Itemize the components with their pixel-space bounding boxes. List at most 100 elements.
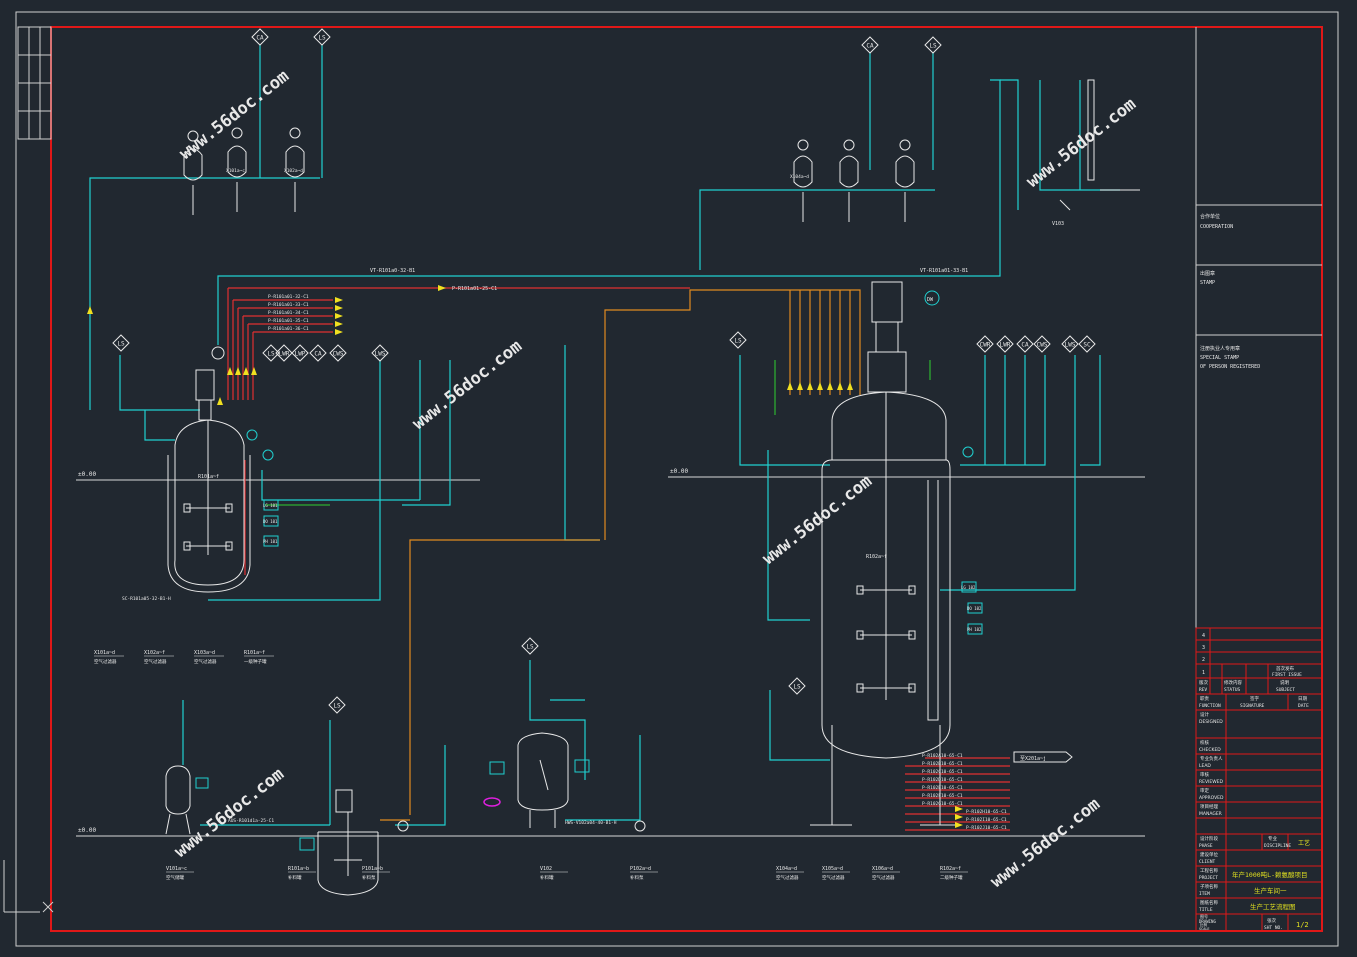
drawing-en: DRAWING: [1199, 919, 1216, 924]
utility-tag-label: LWR: [279, 351, 290, 358]
line-label: P-R102G10-65-C1: [922, 801, 963, 807]
left-instruments: [246, 429, 279, 547]
instrument-tag: PH 102: [967, 627, 982, 632]
utility-diamond-icon: [329, 344, 347, 362]
elevation-label: ±0.00: [670, 468, 688, 475]
function-cn: 职责: [1200, 695, 1209, 702]
to-next-label: 至X201a~j: [1020, 756, 1046, 762]
line-label: P-R102I10-65-C1: [966, 817, 1007, 823]
process-piping: [89, 45, 1120, 826]
legend-tag: R101a~b: [288, 866, 309, 872]
legend-tag: X105a~d: [822, 866, 843, 872]
instrument-tag: LG 102: [961, 585, 976, 590]
legend-tag: R101a~f: [244, 650, 265, 656]
legend-tag: X103a~d: [194, 650, 215, 656]
project-value: 年产1000吨L-赖氨酸项目: [1232, 870, 1307, 879]
sheet-en: SHT NO.: [1264, 925, 1283, 931]
line-label: P-R102A10-65-C1: [922, 753, 963, 759]
title-block: 合作单位 COOPERATION 出图章 STAMP 注册执业人专用章 SPEC…: [1195, 27, 1323, 932]
line-label: P-R101a01-32-C1: [268, 294, 309, 300]
role-cn: 项目经理: [1200, 803, 1218, 810]
utility-tag-label: CWS: [1037, 342, 1048, 349]
utility-tag-label: CA: [866, 43, 874, 50]
line-label: HWS-V102a04-40-B1-H: [565, 820, 617, 826]
equipment-tag: X102a~d: [284, 168, 303, 174]
utility-tag-label: CA: [314, 351, 322, 358]
line-label: AUS-R101d1a-25-C1: [228, 818, 274, 824]
legend-desc: 空气过滤器: [872, 874, 895, 881]
instrument-tag: DO 102: [967, 606, 982, 611]
line-label: VT-R101a01-33-B1: [920, 268, 968, 274]
instrument-tag: DO 101: [263, 519, 278, 524]
status-cn: 修改内容: [1224, 679, 1242, 686]
utility-diamond-icon: [1061, 335, 1079, 353]
elevation-label: ±0.00: [78, 827, 96, 834]
legend-desc: 空气过滤器: [822, 874, 845, 881]
title-cn: 图纸名称: [1200, 899, 1218, 906]
line-label: P-R101a01-25-C1: [452, 286, 497, 292]
legend-desc: 空气储罐: [166, 874, 184, 881]
line-label: P-R102F10-65-C1: [922, 793, 963, 799]
function-en: FUNCTION: [1199, 703, 1221, 709]
signature-en: SIGNATURE: [1240, 703, 1265, 709]
utility-diamond-icon: [371, 344, 389, 362]
equipment-tag: R101a~f: [198, 474, 219, 480]
line-label: P-R102B10-65-C1: [922, 761, 963, 767]
rev-row: 1: [1202, 670, 1205, 676]
discipline-value: 工艺: [1298, 839, 1310, 847]
legend-desc: 一级种子罐: [244, 658, 267, 665]
special-stamp-en: OF PERSON REGISTERED: [1200, 364, 1260, 370]
utility-tag-label: LS: [267, 351, 275, 358]
line-label: VT-R101a0-32-B1: [370, 268, 415, 274]
utility-diamond-icon: [262, 344, 280, 362]
utility-diamond-icon: [1033, 335, 1051, 353]
line-label: P-R102J10-65-C1: [966, 825, 1007, 831]
utility-tag-label: LWP: [295, 351, 306, 358]
equipment-legend-bottom: V101a~c空气储罐R101a~b补料罐P101a~b补料泵V102补料罐P1…: [166, 866, 968, 881]
utility-tag-label: LWS: [375, 351, 386, 358]
utility-tag-label: LS: [117, 341, 125, 348]
role-en: REVIEWED: [1199, 779, 1224, 785]
line-label: P-R102E10-65-C1: [922, 785, 963, 791]
item-en: ITEM: [1199, 891, 1210, 897]
legend-desc: 补料罐: [540, 874, 554, 881]
legend-tag: R102a~f: [940, 866, 961, 872]
line-label: P-R101a01-33-C1: [268, 302, 309, 308]
utility-diamond-icon: [291, 344, 309, 362]
legend-desc: 空气过滤器: [194, 658, 217, 665]
role-en: DESIGNED: [1199, 719, 1223, 725]
utility-diamond-icon: [861, 36, 879, 54]
line-label: P-R102C10-65-C1: [922, 769, 963, 775]
role-cn: 设计: [1200, 711, 1209, 718]
bottom-left-vessels: [165, 765, 646, 896]
steam-lines: [380, 289, 861, 821]
project-en: PROJECT: [1199, 875, 1218, 881]
phase-cn: 设计阶段: [1200, 835, 1218, 842]
cooperation-en: COOPERATION: [1200, 224, 1233, 230]
legend-desc: 空气过滤器: [94, 658, 117, 665]
utility-tag-label: SC: [1083, 342, 1091, 349]
flow-arrows: [87, 285, 963, 828]
item-value: 生产车间一: [1254, 886, 1287, 895]
feed-lines: [227, 287, 1010, 831]
legend-desc: 补料泵: [630, 874, 644, 881]
cooperation-cn: 合作单位: [1200, 213, 1220, 220]
role-cn: 校核: [1200, 739, 1209, 746]
utility-diamond-icon: [521, 637, 539, 655]
line-label: P-R101a01-36-C1: [268, 326, 309, 332]
role-en: LEAD: [1199, 763, 1211, 769]
role-en: MANAGER: [1199, 811, 1222, 817]
utility-diamond-icon: [275, 344, 293, 362]
discipline-cn: 专业: [1268, 835, 1277, 842]
signal-lines: [265, 360, 931, 506]
legend-desc: 补料罐: [288, 874, 302, 881]
stamp-en: STAMP: [1200, 280, 1215, 286]
utility-tag-label: LS: [333, 703, 341, 710]
right-top-vessels: [793, 139, 915, 222]
drain-tag: DW: [927, 297, 934, 303]
legend-tag: V102: [540, 866, 552, 872]
equipment-tag: V103: [1052, 221, 1064, 227]
signature-cn: 签字: [1250, 695, 1259, 702]
drawing-cn: 图号: [1200, 913, 1208, 919]
utility-tag-label: CA: [256, 35, 264, 42]
